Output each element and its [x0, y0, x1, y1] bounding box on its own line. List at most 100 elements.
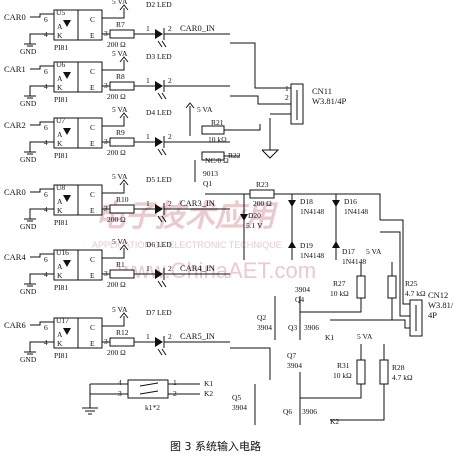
led-diode [155, 337, 163, 347]
resistor-label: R8 [116, 72, 125, 81]
supply-label: 5 VA [112, 172, 128, 181]
input-label: CAR0 [4, 12, 26, 22]
pin-a: A [57, 22, 63, 31]
gnd-label: GND [20, 47, 37, 56]
pin-number: 1 [146, 132, 150, 141]
led-label: D5 LED [146, 175, 172, 184]
opto-ref: U5 [56, 8, 65, 17]
opto-led [63, 328, 71, 335]
supply-label: 5 VA [197, 105, 213, 114]
pin-number: 2 [168, 332, 172, 341]
r23-value: 200 Ω [253, 199, 272, 208]
resistor-label: R1 [116, 260, 125, 269]
pin-number: 6 [44, 67, 48, 76]
cn11-pin: 2 [285, 93, 289, 102]
pin-k: K [57, 271, 63, 280]
gnd-label: GND [20, 155, 37, 164]
d17-label: D17 [342, 247, 355, 256]
figure-caption: 图 3 系统输入电路 [170, 439, 261, 453]
series-resistor [109, 204, 135, 214]
q6-label: Q6 [283, 407, 292, 416]
d20-label: D20 [248, 211, 261, 220]
pin-number: 2 [168, 132, 172, 141]
r21-value: 10 kΩ [208, 135, 227, 144]
k2-label: K2 [330, 417, 339, 426]
pin-e: E [90, 31, 95, 40]
pin-a: A [57, 197, 63, 206]
q5-label: Q5 [232, 393, 241, 402]
pin-c: C [90, 323, 95, 332]
gnd-label: GND [20, 287, 37, 296]
cn11-label: CN11 [312, 86, 332, 96]
cn12-part: W3.81/ [428, 300, 454, 310]
led-diode [155, 81, 163, 91]
r23-label: R23 [256, 180, 269, 189]
input-label: CAR4 [4, 252, 26, 262]
pin-number: 6 [44, 190, 48, 199]
k2-switch-label: K2 [204, 389, 213, 398]
gnd-label: GND [20, 99, 37, 108]
resistor-value: 200 Ω [107, 148, 126, 157]
q7-label: Q7 [287, 351, 296, 360]
pin-k: K [57, 339, 63, 348]
net-label: CAR5_IN [180, 331, 215, 341]
r27-resistor [356, 275, 366, 299]
pin-e: E [90, 83, 95, 92]
k1-label: K1 [325, 333, 334, 342]
led-label: D6 LED [146, 240, 172, 249]
supply-label: 5 VA [357, 332, 373, 341]
pin-number: 6 [44, 123, 48, 132]
d16-value: 1N4148 [344, 207, 368, 216]
opto-part: PI81 [54, 151, 68, 160]
led-diode [155, 29, 163, 39]
pin-k: K [57, 83, 63, 92]
switch-pin: 1 [173, 378, 177, 387]
q3-part: 3906 [304, 323, 319, 332]
pin-c: C [90, 123, 95, 132]
supply-label: 5 VA [112, 237, 128, 246]
resistor-value: 200 Ω [107, 348, 126, 357]
driver-block: R23 200 Ω D20 5.1 V D18 1N4148 D16 1N414… [205, 180, 426, 342]
r31-resistor [356, 359, 366, 385]
pin-number: 6 [44, 15, 48, 24]
d20-value: 5.1 V [246, 221, 263, 230]
r28-value: 4.7 kΩ [392, 373, 413, 382]
gnd-label: GND [20, 222, 37, 231]
pin-e: E [90, 139, 95, 148]
net-label: CAR0_IN [180, 23, 215, 33]
opto-ref: U17 [56, 316, 69, 325]
net-label: CAR3_IN [180, 198, 215, 208]
q1-label: Q1 [203, 179, 212, 188]
opto-led [63, 20, 71, 27]
d16-label: D16 [344, 197, 357, 206]
pin-number: 6 [44, 323, 48, 332]
k1-switch-label: K1 [204, 379, 213, 388]
watermark: 电子技术应用 APPLICATION OF ELECTRONIC TECHNIQ… [92, 199, 316, 283]
watermark-subtitle: APPLICATION OF ELECTRONIC TECHNIQUE [92, 240, 282, 250]
r28-resistor [379, 359, 389, 385]
watermark-url: www.ChinaAET.com [117, 258, 316, 283]
input-label: CAR0 [4, 187, 26, 197]
pin-number: 6 [44, 255, 48, 264]
opto-part: PI81 [54, 351, 68, 360]
pin-number: 1 [146, 76, 150, 85]
input-label: CAR2 [4, 120, 26, 130]
pin-number: 2 [168, 24, 172, 33]
opto-led [63, 260, 71, 267]
pin-e: E [90, 339, 95, 348]
supply-label: 5 VA [366, 247, 382, 256]
led-diode [155, 204, 163, 214]
r23-resistor [249, 189, 275, 199]
supply-label: 5 VA [112, 49, 128, 58]
nc-label: NC/0 Ω [205, 156, 229, 165]
pin-a: A [57, 262, 63, 271]
resistor-value: 200 Ω [107, 40, 126, 49]
